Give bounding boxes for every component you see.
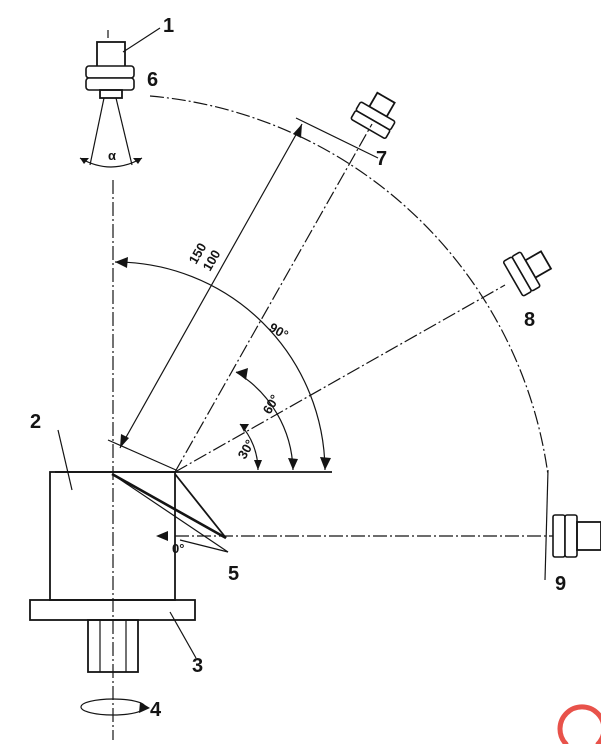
- nozzle-6-nut-lower: [85, 77, 135, 91]
- nozzle-8-axis: [174, 284, 506, 473]
- label-8: 8: [524, 309, 535, 331]
- dimension-arrow-top: [293, 124, 302, 138]
- angle-30-arrow-start: [240, 424, 249, 432]
- dimension-line: [119, 123, 303, 449]
- angle-60-arc: [235, 371, 294, 471]
- label-7: 7: [376, 148, 387, 170]
- rotation-indicator: 4: [80, 698, 162, 721]
- leader-2: [57, 429, 73, 491]
- dimension-150-100: 150 100: [107, 117, 379, 471]
- alpha-label: α: [108, 148, 116, 163]
- nozzle-8-nut-lower: [503, 256, 532, 297]
- label-6: 6: [147, 69, 158, 91]
- label-2: 2: [30, 411, 41, 433]
- nozzle-8: [503, 250, 553, 297]
- watermark-logo: [557, 704, 601, 744]
- nozzle-6-nut-upper: [85, 65, 135, 79]
- label-4: 4: [150, 699, 162, 721]
- angle-90-arc: [114, 261, 326, 471]
- angle-0-arrow: [156, 531, 168, 541]
- angle-0-label: 0°: [172, 541, 184, 556]
- nozzle-7-axis: [174, 123, 373, 473]
- spray-cone-right-edge: [115, 97, 133, 166]
- leader-3: [169, 611, 197, 659]
- rotation-arrow-head: [139, 702, 150, 713]
- spray-cone-left-edge: [89, 97, 105, 166]
- nozzle-6-stem: [96, 41, 126, 69]
- dimension-extension-top: [295, 117, 379, 159]
- nozzle-9-nut-left: [552, 514, 566, 558]
- angle-30-arrow-end: [254, 460, 262, 470]
- dimension-extension: [107, 439, 177, 471]
- label-9: 9: [555, 573, 566, 595]
- spray-cone: α: [79, 97, 143, 168]
- rotating-shaft: [87, 619, 139, 673]
- angle-30-label: 30°: [235, 437, 258, 462]
- nozzle-6-tip: [99, 89, 123, 99]
- sample-plate-edge: [111, 472, 227, 540]
- angle-0: 0°: [156, 531, 184, 556]
- nozzle-7: [350, 91, 396, 139]
- target-block: 2: [30, 411, 176, 601]
- leader-5b: [179, 539, 229, 553]
- nozzle-9-stem: [576, 521, 601, 551]
- angle-90-arrow-end: [320, 457, 331, 470]
- sample-plate: [111, 472, 227, 540]
- angle-90-label: 90°: [267, 320, 292, 343]
- alpha-arrow-right: [133, 158, 142, 164]
- nozzle-6: [85, 41, 135, 99]
- dimension-arrow-bottom: [120, 434, 129, 448]
- alpha-arrow-left: [80, 158, 89, 164]
- radius-arc: [149, 95, 549, 476]
- sample-plate-side: [174, 473, 227, 539]
- label-5: 5: [228, 563, 239, 585]
- label-1: 1: [163, 15, 174, 37]
- shaft-body: [87, 619, 139, 673]
- angle-60-arrow-end: [288, 458, 298, 470]
- angle-90: 90°: [114, 257, 331, 471]
- leader-5a: [117, 477, 229, 553]
- leader-1: [122, 27, 161, 53]
- angle-60-arrow-start: [236, 368, 248, 380]
- base-plate: 3: [29, 599, 203, 677]
- nozzle-7-nut-lower: [350, 110, 391, 139]
- nozzle-9: [552, 514, 601, 558]
- label-3: 3: [192, 655, 203, 677]
- angle-90-arrow-start: [115, 257, 128, 268]
- radius-arc-end: [544, 469, 549, 581]
- nozzle-9-nut-right: [564, 514, 578, 558]
